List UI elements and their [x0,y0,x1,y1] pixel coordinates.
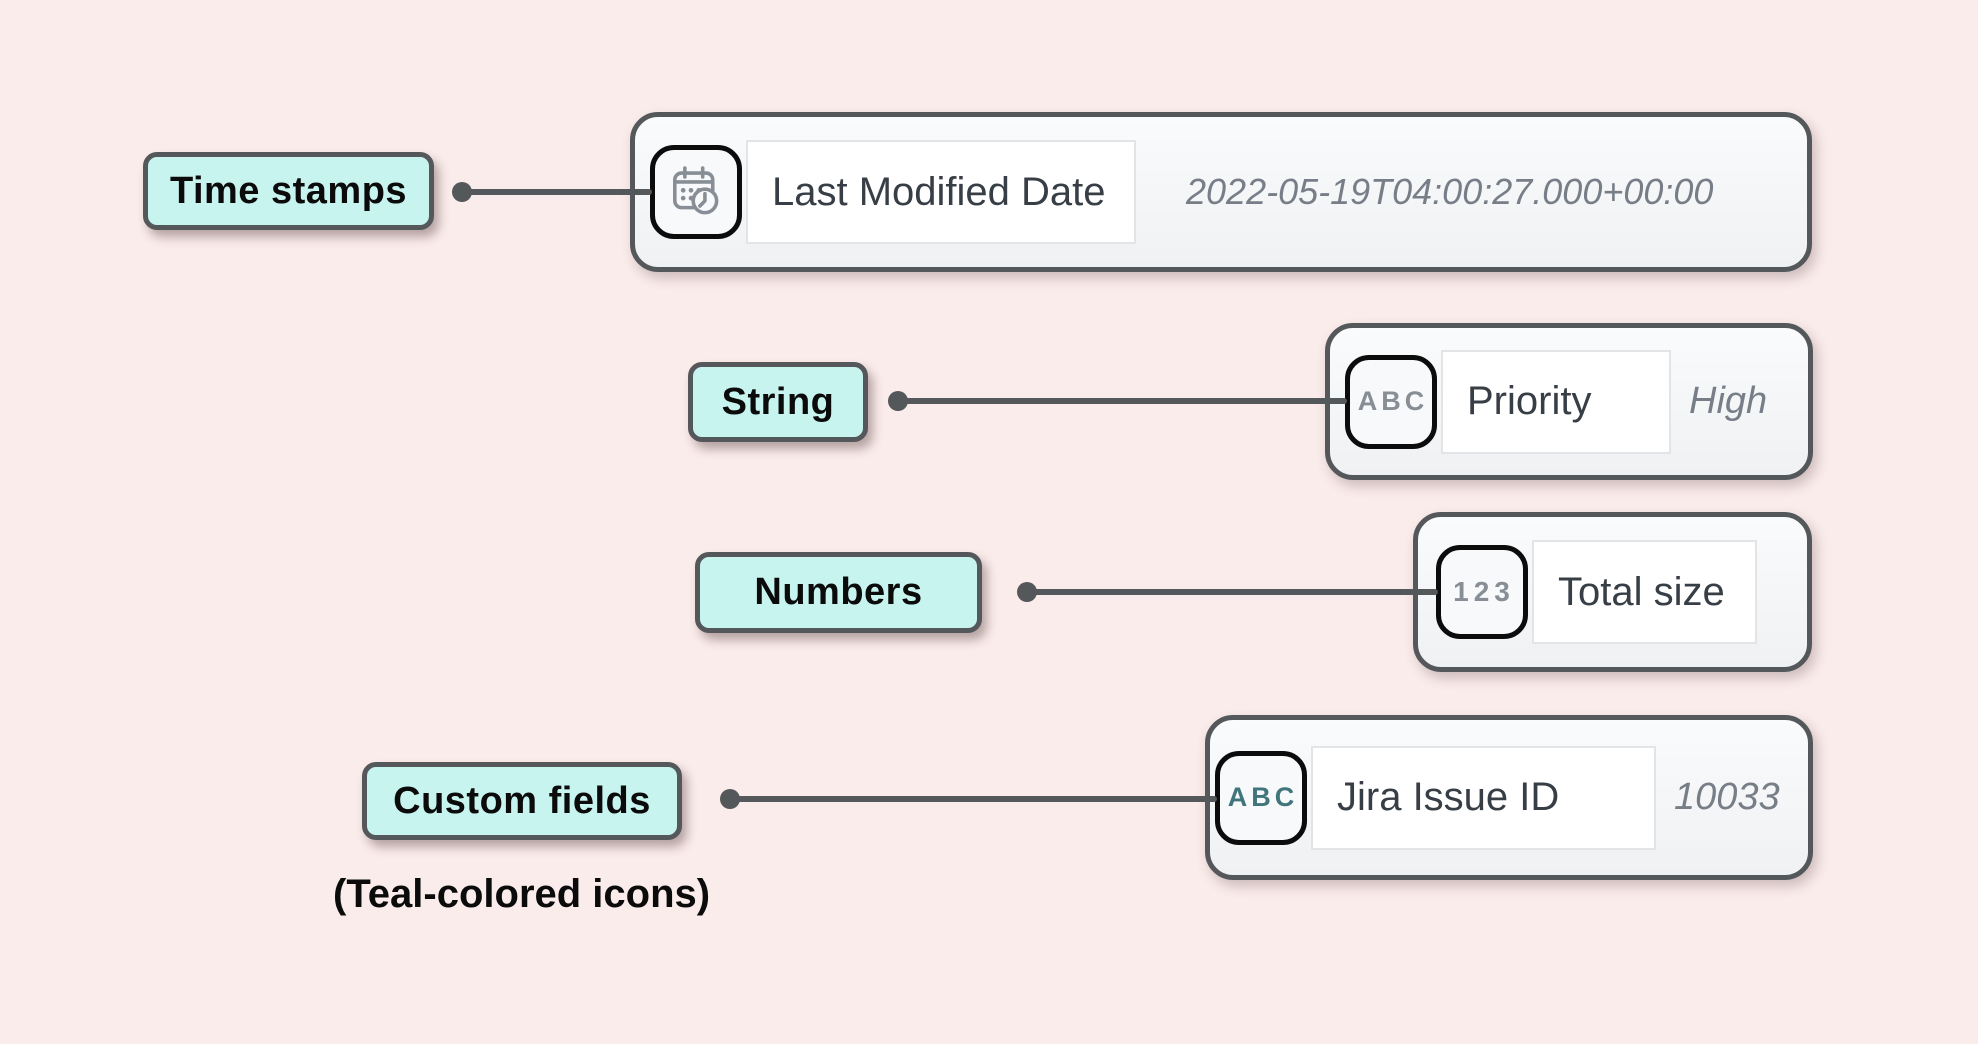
numbers-123-icon: 123 [1436,545,1528,639]
callout-numbers: Numbers [695,552,982,633]
callout-custom-fields-label: Custom fields [393,779,651,822]
field-value-priority: High [1689,380,1768,422]
abc-string-icon: ABC [1345,354,1437,449]
connector-line-numbers [1027,589,1438,595]
field-value-last-modified-date: 2022-05-19T04:00:27.000+00:00 [1186,171,1714,212]
abc-custom-field-teal-icon: ABC [1215,750,1307,845]
callout-string: String [688,362,868,442]
connector-line-string [898,398,1347,404]
calendar-clock-icon [650,145,742,239]
field-card-priority: ABC Priority High [1325,323,1813,480]
field-value-jira-issue-id: 10033 [1674,776,1780,818]
abc-custom-field-icon-text: ABC [1227,782,1299,812]
field-card-jira-issue-id: ABC Jira Issue ID 10033 [1205,715,1813,880]
callout-time-stamps-label: Time stamps [169,169,408,212]
abc-string-icon-text: ABC [1357,386,1429,416]
callout-numbers-label: Numbers [754,571,923,613]
callout-string-label: String [721,380,835,423]
field-name-jira-issue-id: Jira Issue ID [1311,745,1656,850]
field-name-last-modified-date: Last Modified Date [746,140,1136,244]
field-name-total-size: Total size [1532,540,1757,644]
numbers-123-icon-text: 123 [1453,576,1515,607]
footnote-teal-colored-icons: (Teal-colored icons) [333,872,711,916]
field-name-priority: Priority [1441,349,1671,454]
field-card-total-size: 123 Total size [1413,512,1812,672]
connector-line-time-stamps [462,189,652,195]
callout-custom-fields: Custom fields [362,762,682,840]
field-card-last-modified-date: Last Modified Date 2022-05-19T04:00:27.0… [630,112,1812,272]
connector-line-custom-fields [730,796,1217,802]
callout-time-stamps: Time stamps [143,152,434,230]
